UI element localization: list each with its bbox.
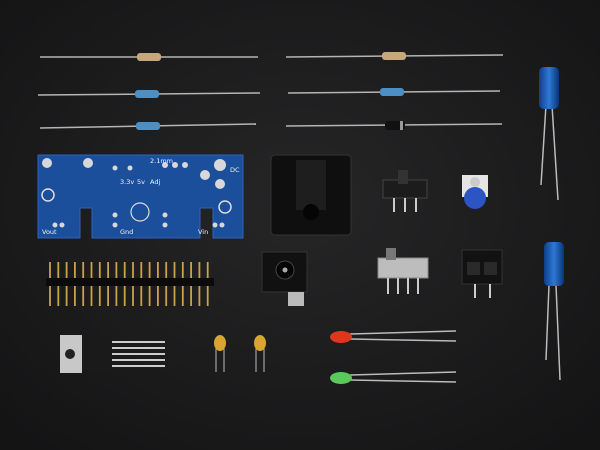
- voltage-regulator: [60, 335, 165, 373]
- pcb-board: 3.3v 5v Adj Vout Vin Gnd DC 2.1mm: [37, 154, 244, 239]
- ceramic-capacitor-2: [254, 335, 266, 372]
- trim-potentiometer: [462, 175, 488, 209]
- silkscreen-vout: Vout: [42, 228, 57, 236]
- resistor-blue-1: [37, 90, 261, 98]
- header-plastic: [46, 278, 214, 286]
- capacitor-2: [544, 242, 564, 381]
- resistor-blue-3: [287, 88, 501, 96]
- diode: [285, 121, 503, 130]
- resistor-blue-2: [39, 122, 257, 130]
- black-clip-holder: [270, 154, 352, 236]
- silkscreen-adj: Adj: [150, 178, 160, 186]
- silkscreen-gnd: Gnd: [120, 228, 133, 236]
- silkscreen-vin: Vin: [198, 228, 208, 236]
- silkscreen-3v3: 3.3v: [120, 178, 134, 186]
- capacitor-1: [539, 67, 559, 201]
- green-led: [330, 371, 457, 384]
- terminal-block: [461, 249, 503, 298]
- resistor-brown: [40, 53, 258, 61]
- silkscreen-2-1mm: 2.1mm: [150, 157, 173, 165]
- resistor-brown-2: [285, 52, 504, 60]
- header-pins: [46, 262, 214, 306]
- slide-switch-1: [382, 170, 428, 212]
- dc-barrel-jack: [261, 251, 308, 306]
- slide-switch-2: [377, 248, 429, 294]
- silkscreen-5v: 5v: [137, 178, 145, 186]
- silkscreen-dc: DC: [230, 166, 240, 174]
- red-led: [330, 330, 457, 343]
- ceramic-capacitor-1: [214, 335, 226, 372]
